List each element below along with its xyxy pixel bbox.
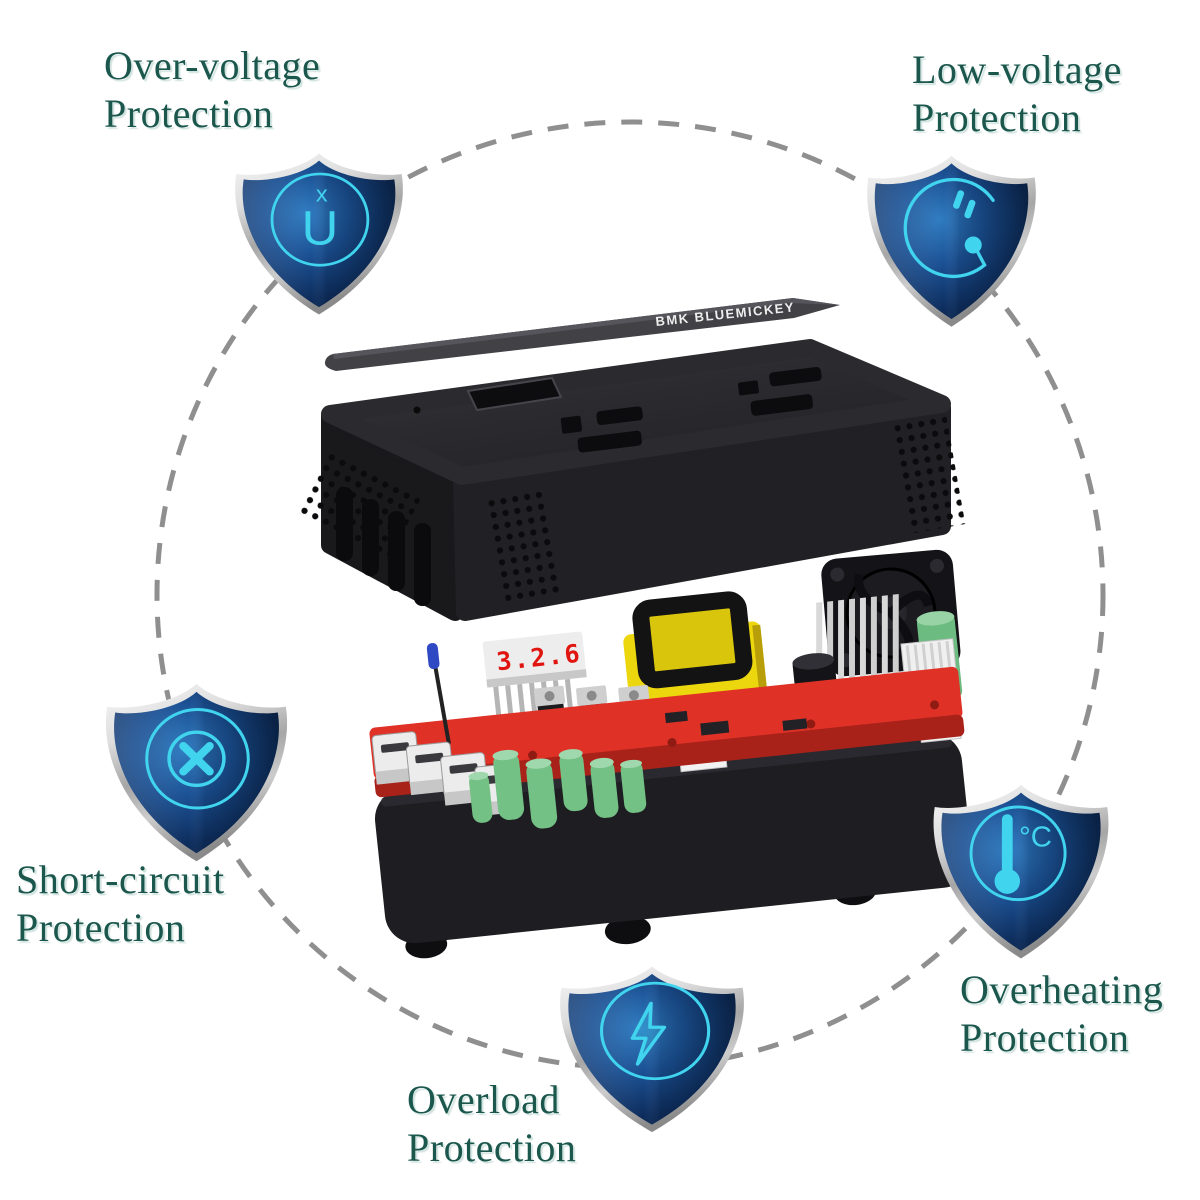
ac-outlet-1 [560, 406, 643, 453]
shield-low-voltage [867, 155, 1036, 327]
inverter-case [299, 339, 966, 621]
ac-outlet-2 [737, 366, 822, 416]
x-cross-circle-icon [145, 708, 250, 810]
feature-label-over-voltage: Over-voltage Protection [104, 42, 320, 138]
shield-overload [560, 966, 744, 1133]
overvoltage-u-icon: U x [270, 172, 370, 267]
feature-label-line1: Low-voltage [912, 47, 1122, 92]
feature-label-overheating: Overheating Protection [960, 966, 1163, 1062]
shield-short-circuit [105, 683, 288, 862]
svg-text:x: x [316, 181, 328, 206]
feature-label-line2: Protection [912, 95, 1082, 140]
base-tray [374, 733, 972, 959]
pcb-ics [664, 710, 808, 736]
svg-text:U: U [302, 201, 339, 256]
feature-label-low-voltage: Low-voltage Protection [912, 46, 1122, 142]
svg-text:°C: °C [1019, 822, 1052, 854]
usb-cutouts [336, 487, 431, 606]
plug-dot-circle-icon [903, 177, 995, 279]
feature-label-line1: Overheating [960, 967, 1164, 1012]
feature-label-line2: Protection [104, 91, 274, 136]
shield-over-voltage: U x [235, 153, 403, 315]
green-capacitors [468, 749, 647, 829]
antenna-wire [426, 643, 451, 745]
feature-label-line1: Overload [407, 1077, 560, 1122]
vent-grid-front-left [486, 489, 563, 605]
shield-overheating: °C [933, 784, 1109, 959]
feature-label-overload: Overload Protection [407, 1076, 576, 1172]
pcb-screw-holes [398, 700, 940, 770]
vent-grid-front-right [893, 415, 966, 534]
pcb-edge [374, 714, 965, 798]
indicator-pinhole [413, 406, 421, 414]
led-display-window [466, 376, 563, 412]
feature-label-line1: Over-voltage [104, 43, 321, 88]
feature-label-line2: Protection [16, 905, 186, 950]
thermometer-celsius-icon: °C [969, 805, 1067, 902]
feature-label-line1: Short-circuit [16, 857, 225, 902]
feature-label-line2: Protection [407, 1125, 577, 1170]
feature-label-short-circuit: Short-circuit Protection [16, 856, 225, 952]
circuit-board: 3.2.6 [369, 591, 965, 829]
feature-label-line2: Protection [960, 1015, 1130, 1060]
lightning-bolt-icon [599, 981, 711, 1081]
